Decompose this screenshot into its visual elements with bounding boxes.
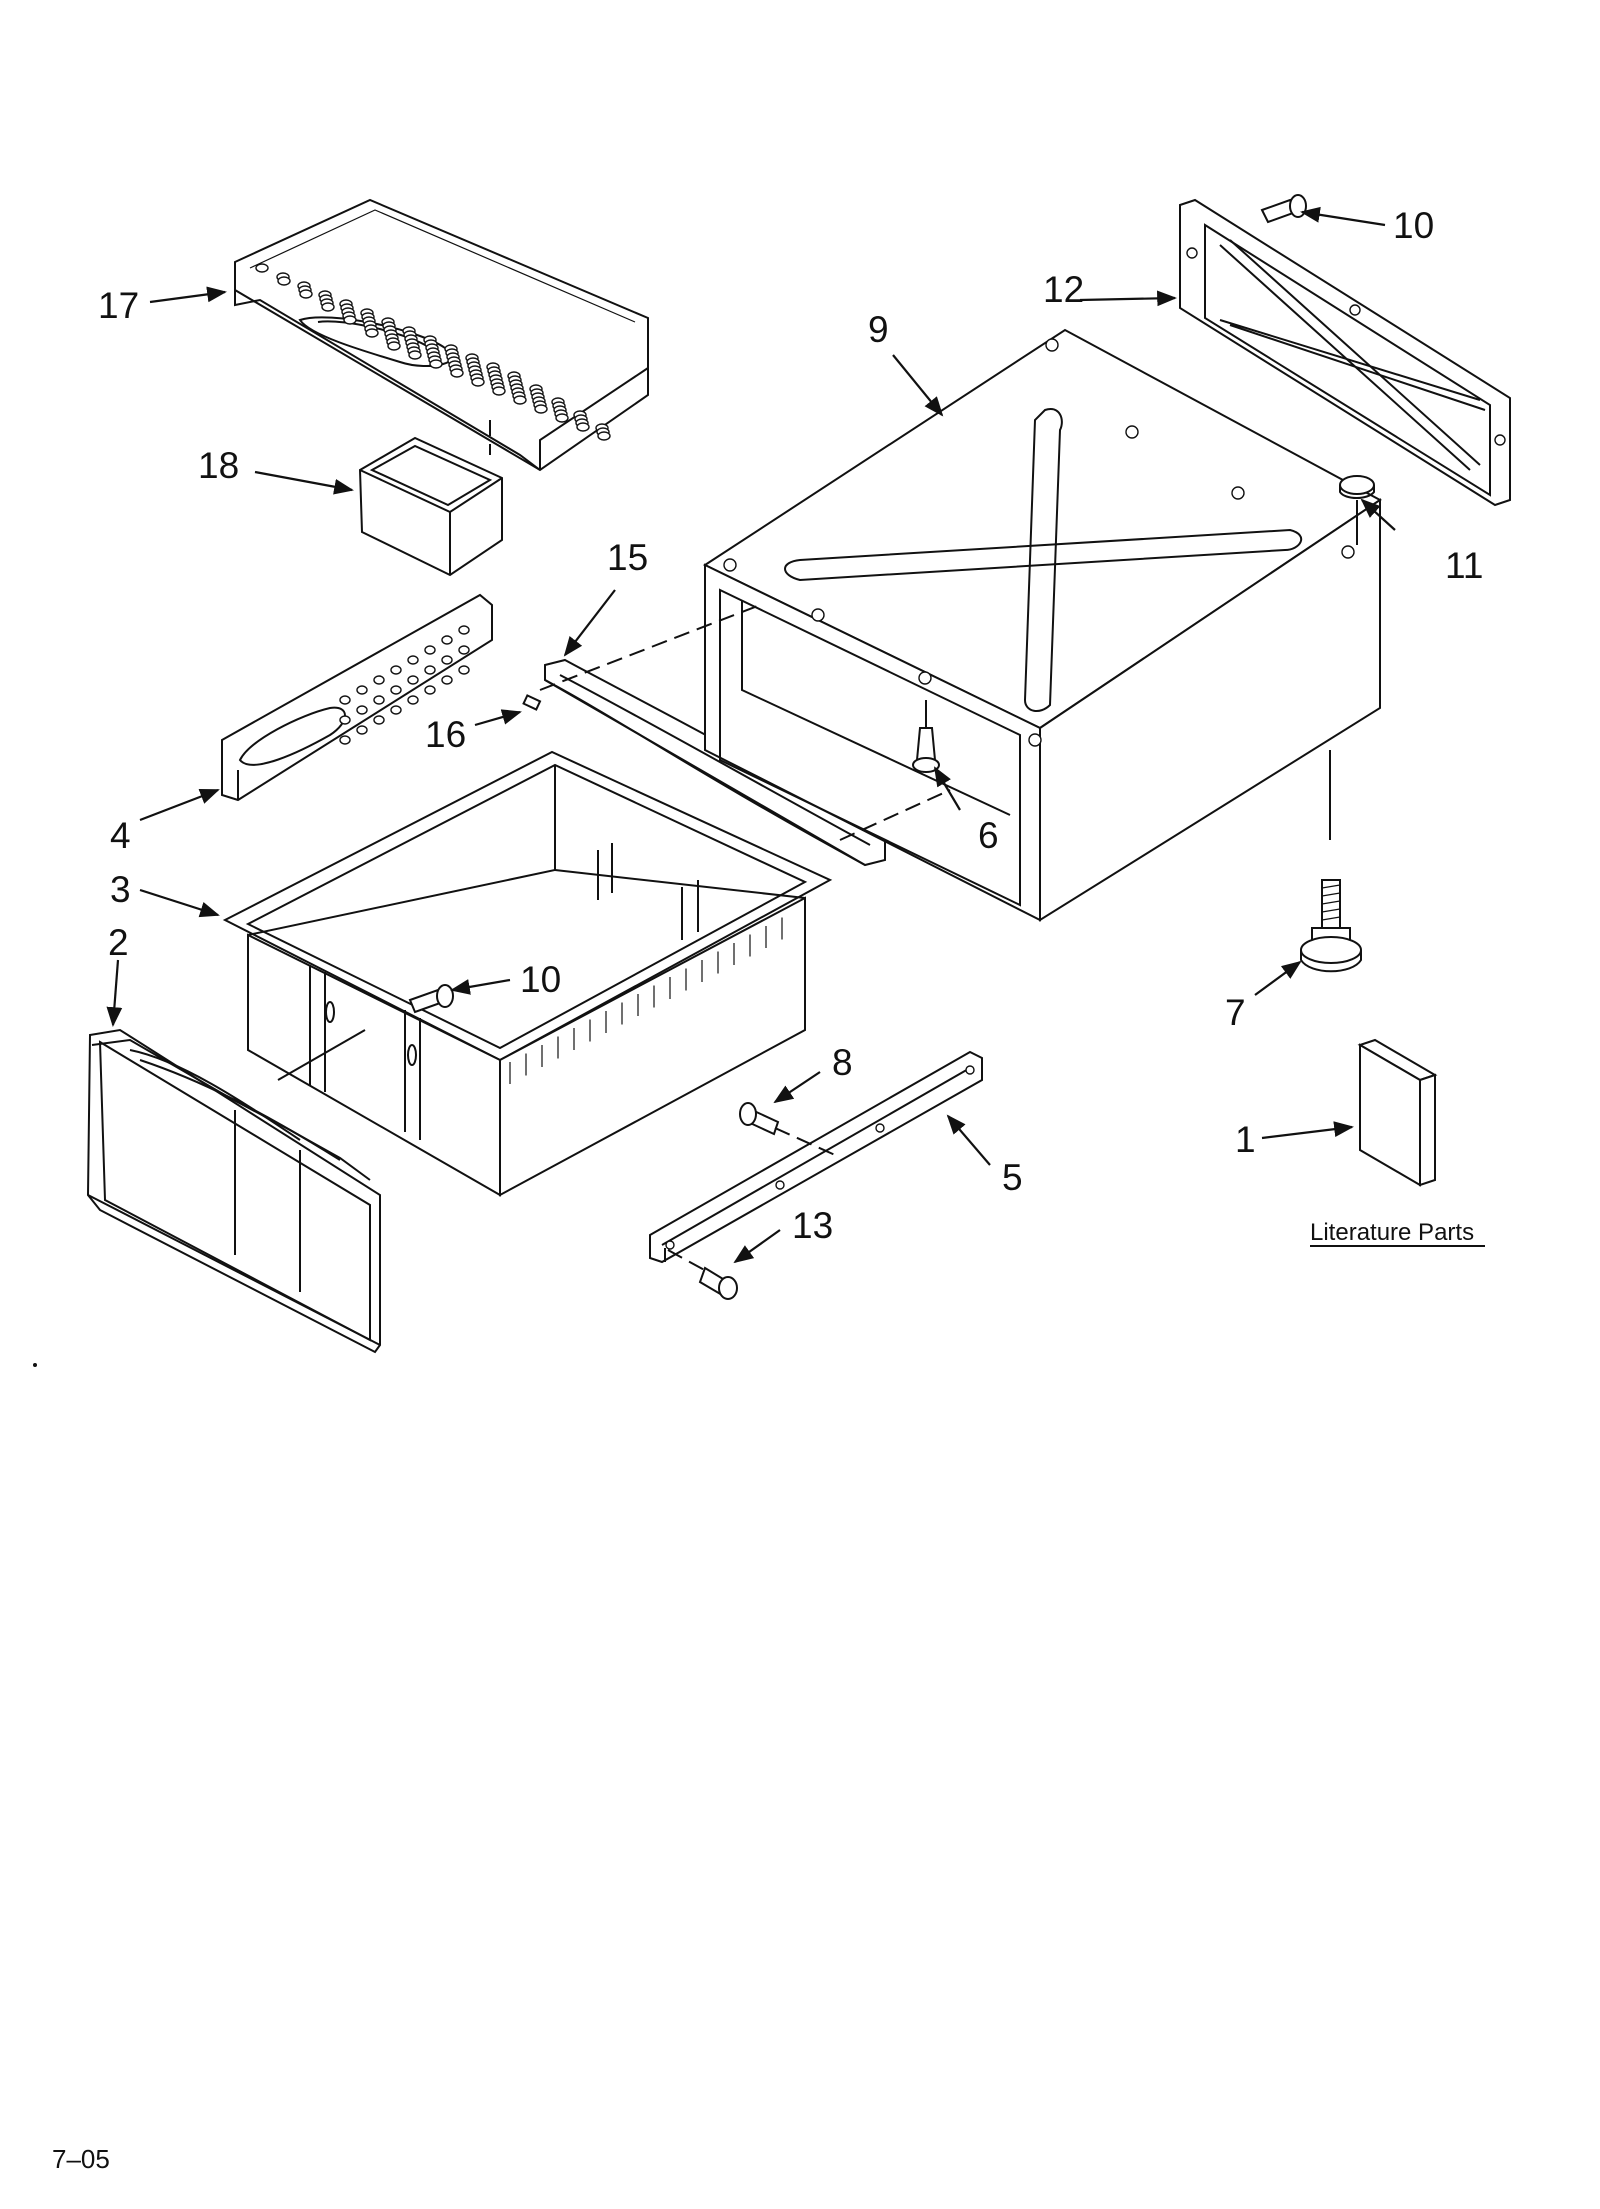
tray-hole (387, 341, 401, 351)
literature-booklet-drawing (1357, 1038, 1438, 1187)
tray-hole (365, 328, 379, 338)
slide-rail-drawing (649, 1050, 983, 1264)
panel-hole (407, 695, 419, 705)
panel-hole (356, 705, 368, 715)
screw-8-drawing (739, 1102, 780, 1136)
callout-labels: 17 18 15 16 4 3 2 10 12 10 11 9 6 7 1 8 … (98, 205, 1483, 1246)
panel-hole (407, 675, 419, 685)
callout-4: 4 (110, 815, 131, 856)
panel-hole (424, 645, 436, 655)
footer-code: 7–05 (52, 2144, 110, 2174)
callout-17: 17 (98, 285, 139, 326)
assembly-line-handle-bottom (839, 789, 951, 841)
callout-11: 11 (1445, 545, 1483, 586)
tray-hole (408, 350, 422, 360)
tray-hole (576, 422, 590, 432)
tray-hole (492, 386, 506, 396)
callout-3: 3 (110, 869, 131, 910)
bin-drawing (358, 436, 503, 577)
tray-hole (450, 368, 464, 378)
panel-hole (441, 655, 453, 665)
drawer-front-drawing (86, 1028, 381, 1354)
panel-hole (458, 645, 470, 655)
literature-parts-caption: Literature Parts (1310, 1219, 1474, 1246)
panel-hole (356, 725, 368, 735)
panel-hole (407, 655, 419, 665)
tray-hole (597, 431, 611, 441)
panel-hole (373, 675, 385, 685)
callout-1: 1 (1235, 1119, 1256, 1160)
panel-hole (373, 695, 385, 705)
callout-7: 7 (1225, 992, 1246, 1033)
callout-2: 2 (108, 922, 129, 963)
screw-10-drawer-drawing (408, 984, 454, 1014)
tray-hole (471, 377, 485, 387)
screw-6-drawing (912, 700, 940, 773)
callout-10-top: 10 (1393, 205, 1434, 246)
side-panel-drawing (221, 593, 493, 802)
callout-9: 9 (868, 309, 889, 350)
tray-hole (299, 289, 313, 299)
tray-hole (513, 395, 527, 405)
callout-8: 8 (832, 1042, 853, 1083)
panel-hole (458, 625, 470, 635)
pedestal-box-drawing (702, 328, 1382, 922)
panel-hole (458, 665, 470, 675)
callout-13: 13 (792, 1205, 833, 1246)
callout-10-drawer: 10 (520, 959, 561, 1000)
panel-hole (339, 715, 351, 725)
drawer-bin-drawing (222, 750, 833, 1197)
tray-hole (534, 404, 548, 414)
assembly-line-screw-13 (667, 1249, 709, 1273)
panel-hole (424, 685, 436, 695)
panel-hole (424, 665, 436, 675)
panel-hole (441, 675, 453, 685)
panel-hole (373, 715, 385, 725)
tray-cover-drawing (234, 198, 649, 472)
clip-drawing (522, 694, 542, 711)
panel-hole (390, 685, 402, 695)
stray-mark (33, 1363, 37, 1367)
callout-16: 16 (425, 714, 466, 755)
tray-hole (277, 276, 291, 286)
tray-hole (555, 413, 569, 423)
back-panel-drawing (1179, 198, 1511, 507)
panel-hole (339, 695, 351, 705)
callout-5: 5 (1002, 1157, 1023, 1198)
leveling-leg-drawing (1300, 879, 1362, 973)
callout-18: 18 (198, 445, 239, 486)
assembly-line-handle-top (539, 604, 761, 691)
tray-hole (343, 315, 357, 325)
tray-hole (321, 302, 335, 312)
callout-15: 15 (607, 537, 648, 578)
assembly-line-rail-screw (774, 1127, 836, 1156)
tray-hole (429, 359, 443, 369)
panel-hole (441, 635, 453, 645)
panel-hole (356, 685, 368, 695)
screw-10-top-drawing (1260, 194, 1307, 224)
callout-6: 6 (978, 815, 999, 856)
panel-hole (339, 735, 351, 745)
panel-hole (390, 665, 402, 675)
caster-drawing (1339, 475, 1375, 545)
tray-hole (255, 263, 269, 273)
panel-hole (390, 705, 402, 715)
leader-arrows (106, 206, 1396, 1264)
handle-bar-drawing (544, 658, 886, 867)
callout-12: 12 (1043, 269, 1084, 310)
screw-13-drawing (698, 1266, 738, 1300)
